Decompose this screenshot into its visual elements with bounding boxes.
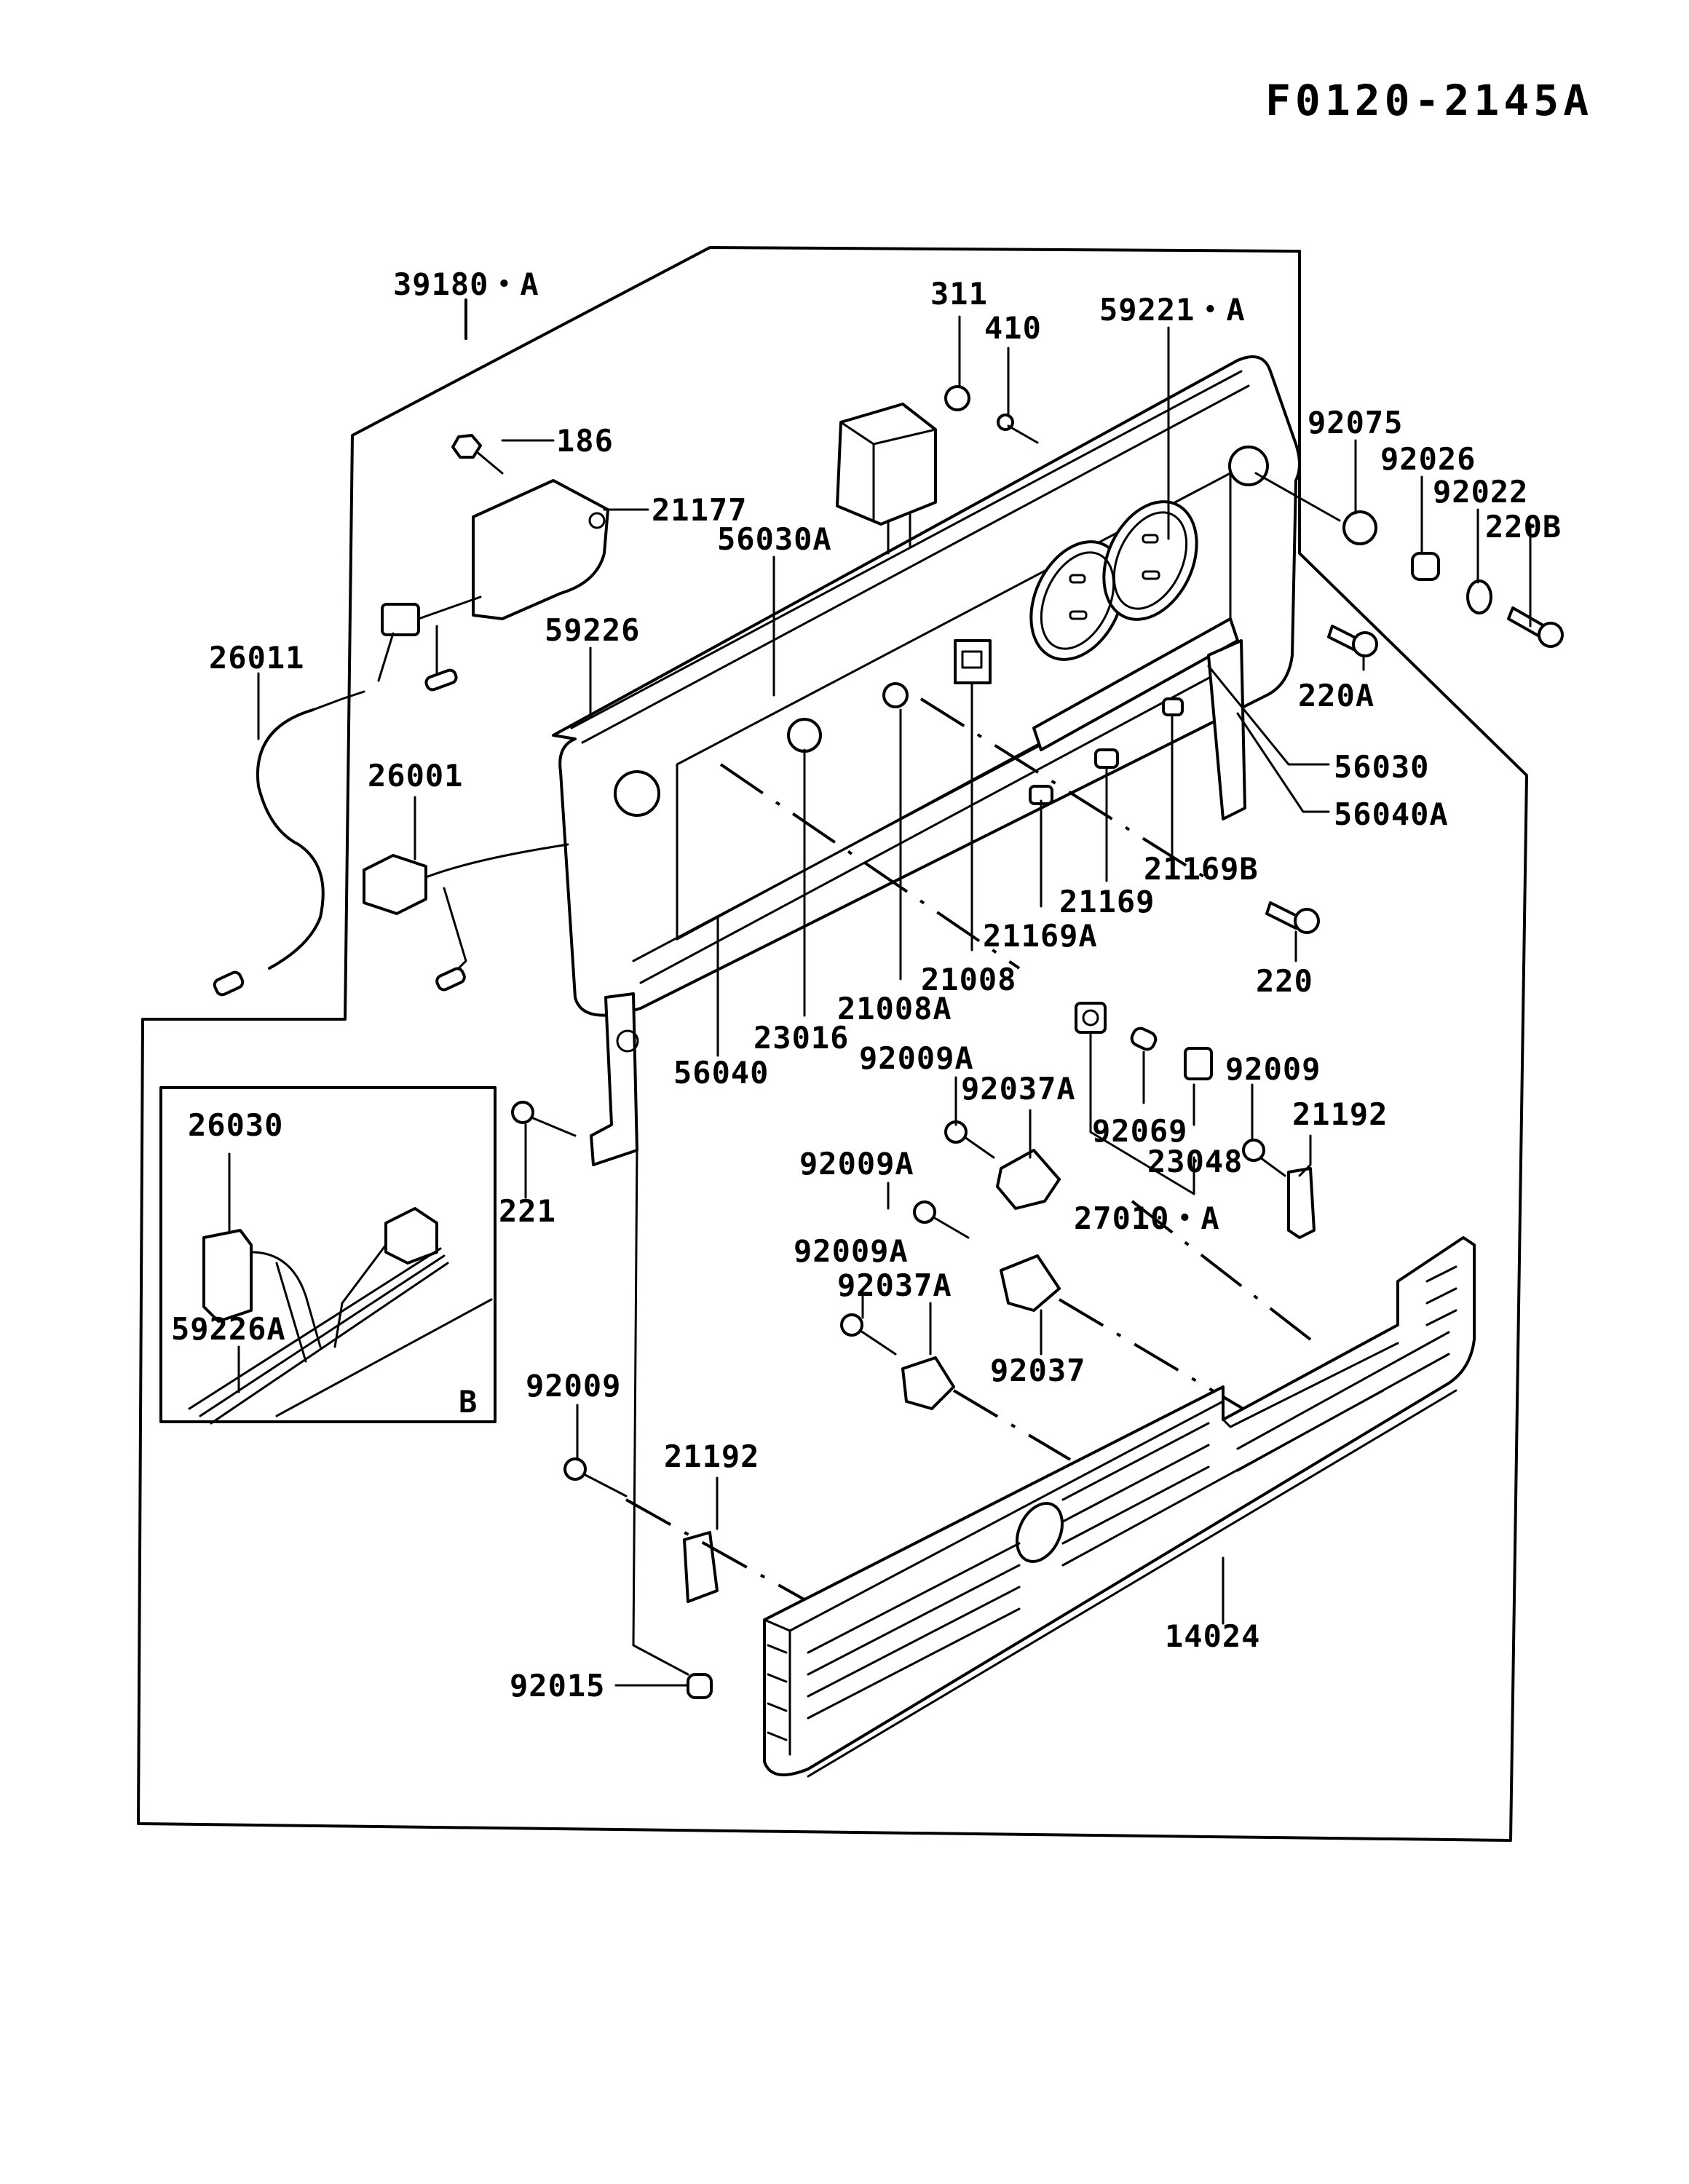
- outlet-2: [1102, 500, 1198, 621]
- switch-window: [954, 639, 992, 684]
- label-92037a-1: 92037A: [961, 1071, 1076, 1107]
- right-hardware: [944, 385, 1564, 934]
- label-56040: 56040: [673, 1055, 769, 1091]
- label-21008a: 21008A: [837, 991, 952, 1026]
- label-21008: 21008: [921, 962, 1016, 997]
- inset-b: B: [159, 1086, 497, 1425]
- grille-14024: [763, 1236, 1476, 1778]
- label-59226a: 59226A: [171, 1311, 286, 1347]
- label-21192-2: 21192: [664, 1439, 759, 1474]
- label-92009-2: 92009: [526, 1368, 621, 1404]
- diagram-code: F0120-2145A: [1265, 76, 1593, 125]
- label-26001: 26001: [368, 758, 463, 794]
- label-23016: 23016: [753, 1020, 849, 1056]
- lead-26011-wire: [256, 708, 325, 970]
- inset-frame: [159, 1086, 497, 1423]
- label-92022: 92022: [1433, 474, 1528, 510]
- align-line-5: [719, 763, 1021, 970]
- label-26030: 26030: [188, 1107, 283, 1143]
- label-56030: 56030: [1334, 749, 1429, 785]
- label-21169: 21169: [1059, 884, 1155, 919]
- align-line-3: [952, 1389, 1072, 1461]
- label-26011: 26011: [209, 640, 304, 676]
- label-311: 311: [930, 276, 988, 312]
- label-92026: 92026: [1380, 441, 1476, 477]
- connector-block: [836, 403, 937, 555]
- label-14024: 14024: [1165, 1618, 1260, 1654]
- label-21192-1: 21192: [1292, 1096, 1388, 1132]
- breaker-21177: [377, 479, 609, 692]
- label-186: 186: [556, 423, 614, 459]
- grille-slots: [767, 1265, 1457, 1741]
- label-56030a: 56030A: [717, 521, 832, 557]
- meter-knobs: [1029, 697, 1184, 805]
- label-92075: 92075: [1308, 405, 1403, 440]
- outlet-1: [1029, 540, 1126, 661]
- label-92015: 92015: [510, 1668, 605, 1704]
- label-92037: 92037: [990, 1353, 1085, 1388]
- leaders: [228, 315, 1532, 1687]
- label-92037a-2: 92037A: [837, 1267, 952, 1303]
- label-27010a: 27010・A: [1074, 1200, 1220, 1236]
- label-92009a-3: 92009A: [794, 1233, 909, 1269]
- label-39180a: 39180・A: [393, 266, 539, 302]
- label-220a: 220A: [1298, 678, 1374, 713]
- label-59221a: 59221・A: [1099, 292, 1246, 328]
- label-23048: 23048: [1147, 1144, 1243, 1179]
- part-labels: 39180・A 186 21177 311 410 59221・A 92075 …: [171, 266, 1562, 1704]
- label-92009a-2: 92009A: [799, 1146, 914, 1182]
- control-panel: [552, 355, 1301, 1166]
- lead-26001: [363, 843, 569, 992]
- label-92009-1: 92009: [1225, 1051, 1321, 1087]
- label-220: 220: [1256, 963, 1313, 999]
- label-21169b: 21169B: [1144, 851, 1259, 887]
- label-21169a: 21169A: [983, 918, 1098, 954]
- label-21177: 21177: [652, 492, 747, 528]
- align-line-1: [625, 1498, 809, 1603]
- label-410: 410: [984, 310, 1042, 346]
- align-line-6: [919, 697, 1206, 879]
- left-hardware: [511, 1101, 719, 1699]
- label-92069: 92069: [1092, 1113, 1187, 1149]
- mid-small-parts: [1075, 1002, 1316, 1239]
- inset-letter: B: [459, 1384, 478, 1420]
- label-220b: 220B: [1485, 509, 1562, 545]
- assembly-boundary: [137, 246, 1528, 1842]
- pilot-lamp: [787, 718, 822, 753]
- label-221: 221: [499, 1193, 556, 1229]
- align-line-4: [1131, 1200, 1312, 1341]
- label-56040a: 56040A: [1334, 796, 1449, 832]
- label-59226: 59226: [545, 612, 640, 648]
- label-92009a-1: 92009A: [859, 1040, 974, 1076]
